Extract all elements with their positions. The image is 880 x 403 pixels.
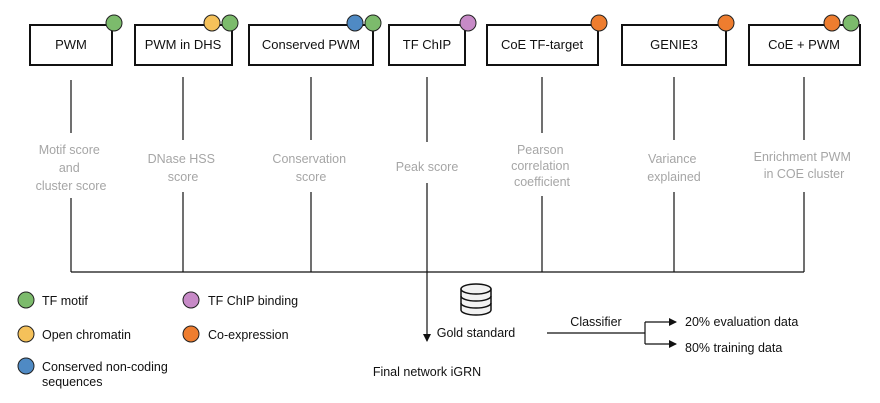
score-label: Enrichment PWM in COE cluster xyxy=(754,150,855,181)
training-data-label: 80% training data xyxy=(685,341,782,355)
tf-motif-legend-icon xyxy=(17,291,35,309)
tf-motif-dot xyxy=(842,14,860,32)
method-box xyxy=(621,24,727,66)
legend-label: TF ChIP binding xyxy=(208,294,298,308)
method-box xyxy=(29,24,113,66)
final-network-label: Final network iGRN xyxy=(373,365,481,379)
method-label: TF ChIP xyxy=(403,37,451,52)
coexpression-dot xyxy=(717,14,735,32)
score-label: DNase HSS score xyxy=(148,152,219,184)
method-pwm-in-dhs: PWM in DHS xyxy=(134,24,233,66)
method-label: PWM xyxy=(55,37,87,52)
coexpression-dot xyxy=(590,14,608,32)
method-box xyxy=(248,24,374,66)
method-label: CoE + PWM xyxy=(768,37,840,52)
conserved-dot xyxy=(346,14,364,32)
method-label: GENIE3 xyxy=(650,37,698,52)
gold-standard-label: Gold standard xyxy=(437,326,516,340)
score-label: Pearson correlation coefficient xyxy=(511,143,573,189)
legend-label: Open chromatin xyxy=(42,328,131,342)
legend-label: TF motif xyxy=(42,294,88,308)
method-label: Conserved PWM xyxy=(262,37,360,52)
score-label: Conservation score xyxy=(272,152,349,184)
conserved-legend-icon xyxy=(17,357,35,375)
coexpression-dot xyxy=(823,14,841,32)
method-label: PWM in DHS xyxy=(145,37,222,52)
method-tf-chip: TF ChIP xyxy=(388,24,466,66)
method-coe-tf-target: CoE TF-target xyxy=(486,24,599,66)
database-icon xyxy=(460,283,492,316)
score-label: Variance explained xyxy=(647,152,701,184)
tf-motif-dot xyxy=(364,14,382,32)
method-box xyxy=(388,24,466,66)
method-box xyxy=(486,24,599,66)
method-pwm: PWM xyxy=(29,24,113,66)
evaluation-data-label: 20% evaluation data xyxy=(685,315,798,329)
method-genie3: GENIE3 xyxy=(621,24,727,66)
score-label: Motif score and cluster score xyxy=(36,143,107,193)
tf-motif-dot xyxy=(221,14,239,32)
legend: TF motif Open chromatin Conserved non-co… xyxy=(17,291,298,389)
classifier-label: Classifier xyxy=(570,315,621,329)
method-box xyxy=(748,24,861,66)
method-label: CoE TF-target xyxy=(501,37,584,52)
method-coe-pwm: CoE + PWM xyxy=(748,24,861,66)
open-chromatin-legend-icon xyxy=(17,325,35,343)
legend-label: Co-expression xyxy=(208,328,289,342)
method-box xyxy=(134,24,233,66)
tf-motif-dot xyxy=(105,14,123,32)
tf-chip-dot xyxy=(459,14,477,32)
coexpression-legend-icon xyxy=(182,325,200,343)
legend-label: Conserved non-coding sequences xyxy=(42,360,171,389)
score-label: Peak score xyxy=(396,160,459,174)
method-conserved-pwm: Conserved PWM xyxy=(248,24,374,66)
tf-chip-legend-icon xyxy=(182,291,200,309)
open-chromatin-dot xyxy=(203,14,221,32)
